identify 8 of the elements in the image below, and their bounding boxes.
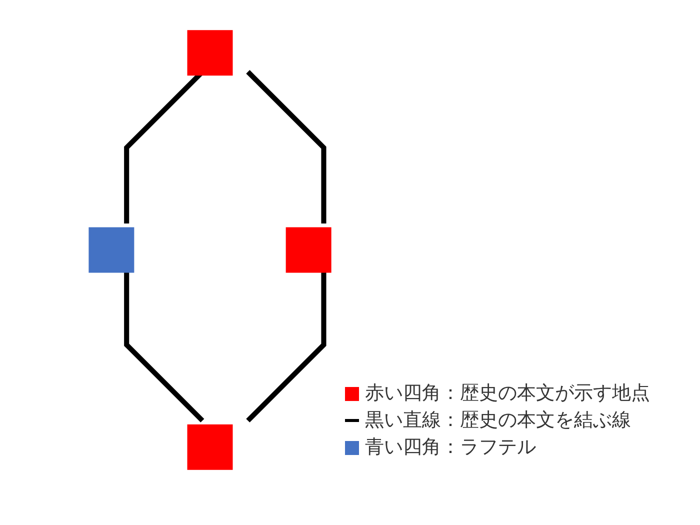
connector <box>246 70 326 224</box>
legend-text: 赤い四角：歴史の本文が示す地点 <box>365 381 650 406</box>
node-box <box>88 227 134 273</box>
legend-text: 黒い直線：歴史の本文を結ぶ線 <box>365 408 631 433</box>
node-box <box>286 227 332 273</box>
node-box <box>187 30 233 76</box>
node-box <box>187 424 233 470</box>
legend-text: 青い四角：ラフテル <box>365 435 536 460</box>
